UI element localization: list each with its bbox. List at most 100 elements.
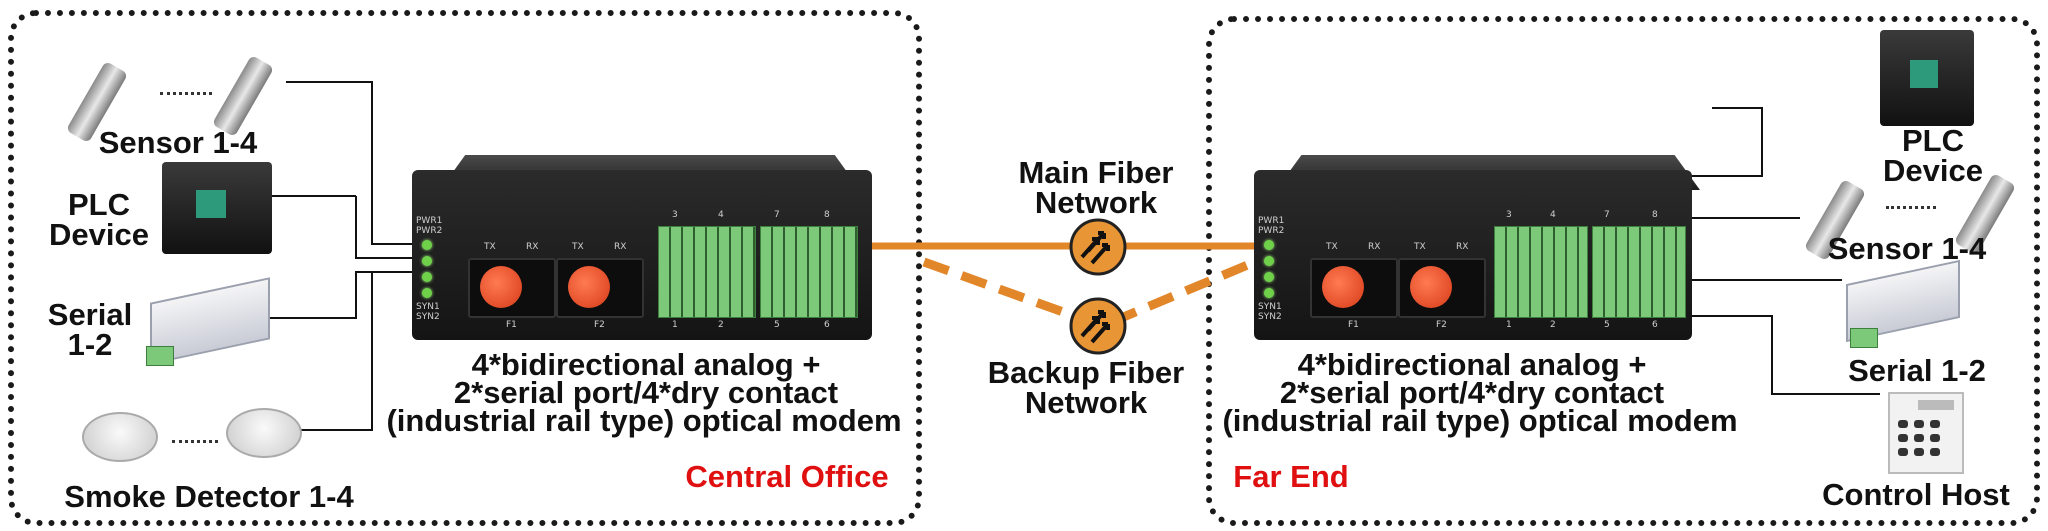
- pwr1-label: PWR1: [1258, 216, 1285, 226]
- plc-device-image: [1880, 30, 1974, 126]
- syn1-label: SYN1: [416, 302, 440, 312]
- pwr2-label: PWR2: [416, 226, 443, 236]
- central-office-frame: [8, 10, 922, 526]
- serial-wire: [270, 271, 414, 319]
- led: [1264, 256, 1274, 266]
- plc-device-image: [162, 162, 272, 254]
- device-label-sensor: Sensor 1-4: [98, 125, 258, 160]
- group-label: 1: [1506, 320, 1512, 330]
- group-label: 3: [672, 210, 678, 220]
- group-label: 6: [824, 320, 830, 330]
- device-label-plc: PLC Device: [49, 187, 149, 252]
- key: [1914, 420, 1924, 428]
- group-label: 8: [824, 210, 830, 220]
- backup-fiber-label: Backup Fiber Network: [987, 355, 1185, 420]
- terminal-block: [658, 226, 756, 318]
- serial-terminal: [1850, 328, 1878, 348]
- control-host-image: [1888, 392, 1964, 474]
- main-fiber-label: Main Fiber Network: [1018, 155, 1174, 220]
- ellipsis: [172, 440, 218, 443]
- tx-label: TX: [484, 242, 496, 252]
- location-label-central-office: Central Office: [685, 459, 889, 494]
- plc-wire-vertical: [355, 196, 414, 259]
- plc-screen: [1910, 60, 1938, 88]
- terminal-block: [1592, 226, 1686, 318]
- key: [1898, 420, 1908, 428]
- group-label: 3: [1506, 210, 1512, 220]
- fiber-port-f1: [1310, 258, 1398, 318]
- modem-left: PWR1 PWR2 SYN1 SYN2 TX RX TX RX F1 F2 3 …: [412, 170, 872, 340]
- fiber-cap: [568, 266, 610, 308]
- backup-fiber-line: [922, 257, 1252, 331]
- fiber-cap: [1322, 266, 1364, 308]
- key: [1914, 434, 1924, 442]
- host-display: [1918, 400, 1954, 410]
- fiber-port-f2: [1398, 258, 1486, 318]
- group-label: 6: [1652, 320, 1658, 330]
- f1-label: F1: [506, 320, 517, 330]
- rx-label: RX: [614, 242, 627, 252]
- pwr2-label: PWR2: [1258, 226, 1285, 236]
- group-label: 1: [672, 320, 678, 330]
- syn1-label: SYN1: [1258, 302, 1282, 312]
- ellipsis: [160, 92, 212, 95]
- led: [422, 240, 432, 250]
- group-label: 4: [1550, 210, 1556, 220]
- fiber-port-f2: [556, 258, 644, 318]
- fiber-cap: [480, 266, 522, 308]
- modem-right: PWR1 PWR2 SYN1 SYN2 TX RX TX RX F1 F2 3 …: [1254, 170, 1692, 340]
- device-label-serial: Serial 1-2: [47, 297, 133, 362]
- device-label-serial-right: Serial 1-2: [1848, 353, 1986, 388]
- terminal-block: [760, 226, 858, 318]
- backup-fiber-icon: [1069, 297, 1127, 355]
- fiber-port-f1: [468, 258, 556, 318]
- sensor-wire: [286, 81, 414, 245]
- tx-label: TX: [1326, 242, 1338, 252]
- main-fiber-icon: [1069, 218, 1127, 276]
- group-label: 7: [1604, 210, 1610, 220]
- modem-caption-line: 2*serial port/4*dry contact: [1279, 375, 1665, 410]
- key: [1930, 434, 1940, 442]
- key: [1914, 448, 1924, 456]
- key: [1898, 434, 1908, 442]
- f2-label: F2: [594, 320, 605, 330]
- rx-label: RX: [1368, 242, 1381, 252]
- sensor-group: [1800, 172, 2030, 262]
- smoke-detector-icon: [82, 412, 158, 462]
- key: [1898, 448, 1908, 456]
- smoke-detector-icon: [226, 408, 302, 458]
- tx-label: TX: [572, 242, 584, 252]
- plc-wire-right: [1692, 107, 1763, 177]
- f1-label: F1: [1348, 320, 1359, 330]
- group-label: 5: [1604, 320, 1610, 330]
- modem-caption-line: 4*bidirectional analog +: [1297, 347, 1647, 382]
- f2-label: F2: [1436, 320, 1447, 330]
- modem-caption-line: 2*serial port/4*dry contact: [453, 375, 839, 410]
- modem-caption-line: (industrial rail type) optical modem: [386, 403, 902, 438]
- device-label-sensor-right: Sensor 1-4: [1827, 231, 1987, 266]
- led: [422, 288, 432, 298]
- fiber-cap: [1410, 266, 1452, 308]
- serial-terminal: [146, 346, 174, 366]
- pwr1-label: PWR1: [416, 216, 443, 226]
- group-label: 5: [774, 320, 780, 330]
- group-label: 8: [1652, 210, 1658, 220]
- device-label-plc-right: PLC Device: [1883, 123, 1983, 188]
- rx-label: RX: [1456, 242, 1469, 252]
- led: [1264, 240, 1274, 250]
- modem-caption-line: (industrial rail type) optical modem: [1222, 403, 1738, 438]
- device-label-smoke: Smoke Detector 1-4: [64, 479, 354, 514]
- group-label: 2: [718, 320, 724, 330]
- syn2-label: SYN2: [416, 312, 440, 322]
- group-label: 7: [774, 210, 780, 220]
- led: [1264, 288, 1274, 298]
- plc-screen: [196, 190, 226, 218]
- far-end-frame: [1206, 16, 2040, 526]
- key: [1930, 448, 1940, 456]
- location-label-far-end: Far End: [1233, 459, 1349, 494]
- modem-caption-line: 4*bidirectional analog +: [471, 347, 821, 382]
- group-label: 2: [1550, 320, 1556, 330]
- smoke-wire: [296, 272, 373, 431]
- led: [1264, 272, 1274, 282]
